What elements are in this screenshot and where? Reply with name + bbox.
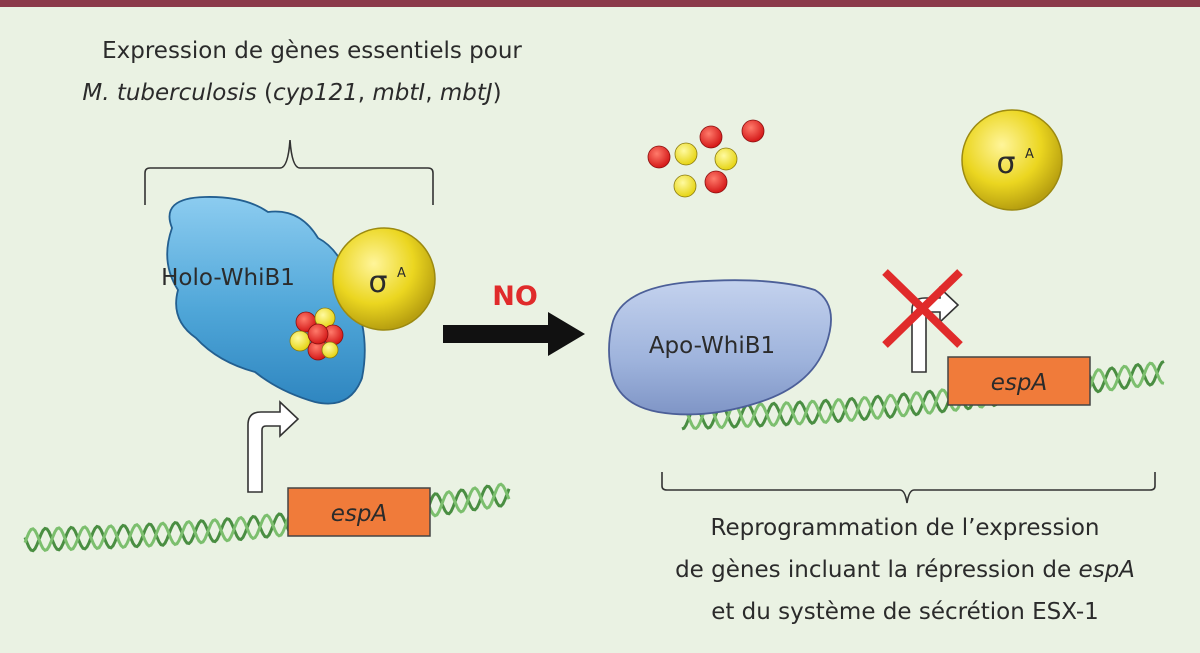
right-sigma-symbol: σ (996, 146, 1015, 181)
bottom-caption-line1: Reprogrammation de l’expression (711, 515, 1100, 541)
open-paren: ( (257, 80, 273, 106)
left-sigma-a-factor (332, 227, 436, 331)
right-gene-box (947, 356, 1091, 406)
bottom-caption-line3: et du système de sécrétion ESX-1 (711, 599, 1099, 625)
left-gene-label: espA (331, 501, 387, 527)
gene-mbti: mbtI (372, 80, 425, 106)
apo-whib1-label: Apo-WhiB1 (649, 333, 775, 359)
left-sigma-symbol: σ (368, 265, 387, 300)
left-promoter-arrow (247, 400, 300, 493)
sep-2: , (425, 80, 440, 106)
top-bar (0, 0, 1200, 7)
gene-mbtj: mbtJ (440, 80, 493, 106)
holo-whib1-label: Holo-WhiB1 (161, 265, 295, 291)
left-dna-helix (23, 482, 511, 553)
bottom-bracket (661, 472, 1156, 504)
organism-name: M. tuberculosis (82, 80, 256, 106)
bottom-caption-line2-text: de gènes incluant la répression de (675, 557, 1078, 583)
top-caption-line2: M. tuberculosis (cyp121, mbtI, mbtJ) (82, 80, 501, 106)
sep-1: , (358, 80, 373, 106)
apo-whib1-protein (608, 279, 832, 416)
right-sigma-a-factor (961, 109, 1063, 211)
released-iron-sulfur-atoms (647, 119, 765, 198)
left-sigma-superscript: A (397, 266, 406, 281)
close-paren: ) (493, 80, 502, 106)
bottom-caption-line2: de gènes incluant la répression de espA (675, 557, 1135, 583)
no-arrow (443, 312, 585, 356)
bottom-caption-gene: espA (1078, 557, 1134, 583)
top-caption-line1: Expression de gènes essentiels pour (102, 38, 522, 64)
gene-cyp121: cyp121 (273, 80, 358, 106)
right-sigma-superscript: A (1025, 147, 1034, 162)
iron-sulfur-cluster (289, 307, 344, 361)
dna-strand-a (23, 484, 511, 553)
left-gene-box (287, 487, 431, 537)
top-bracket (144, 139, 434, 205)
right-gene-label: espA (991, 370, 1047, 396)
repression-cross-icon (882, 269, 963, 348)
no-label: NO (492, 281, 538, 312)
holo-whib1-protein (166, 196, 366, 405)
